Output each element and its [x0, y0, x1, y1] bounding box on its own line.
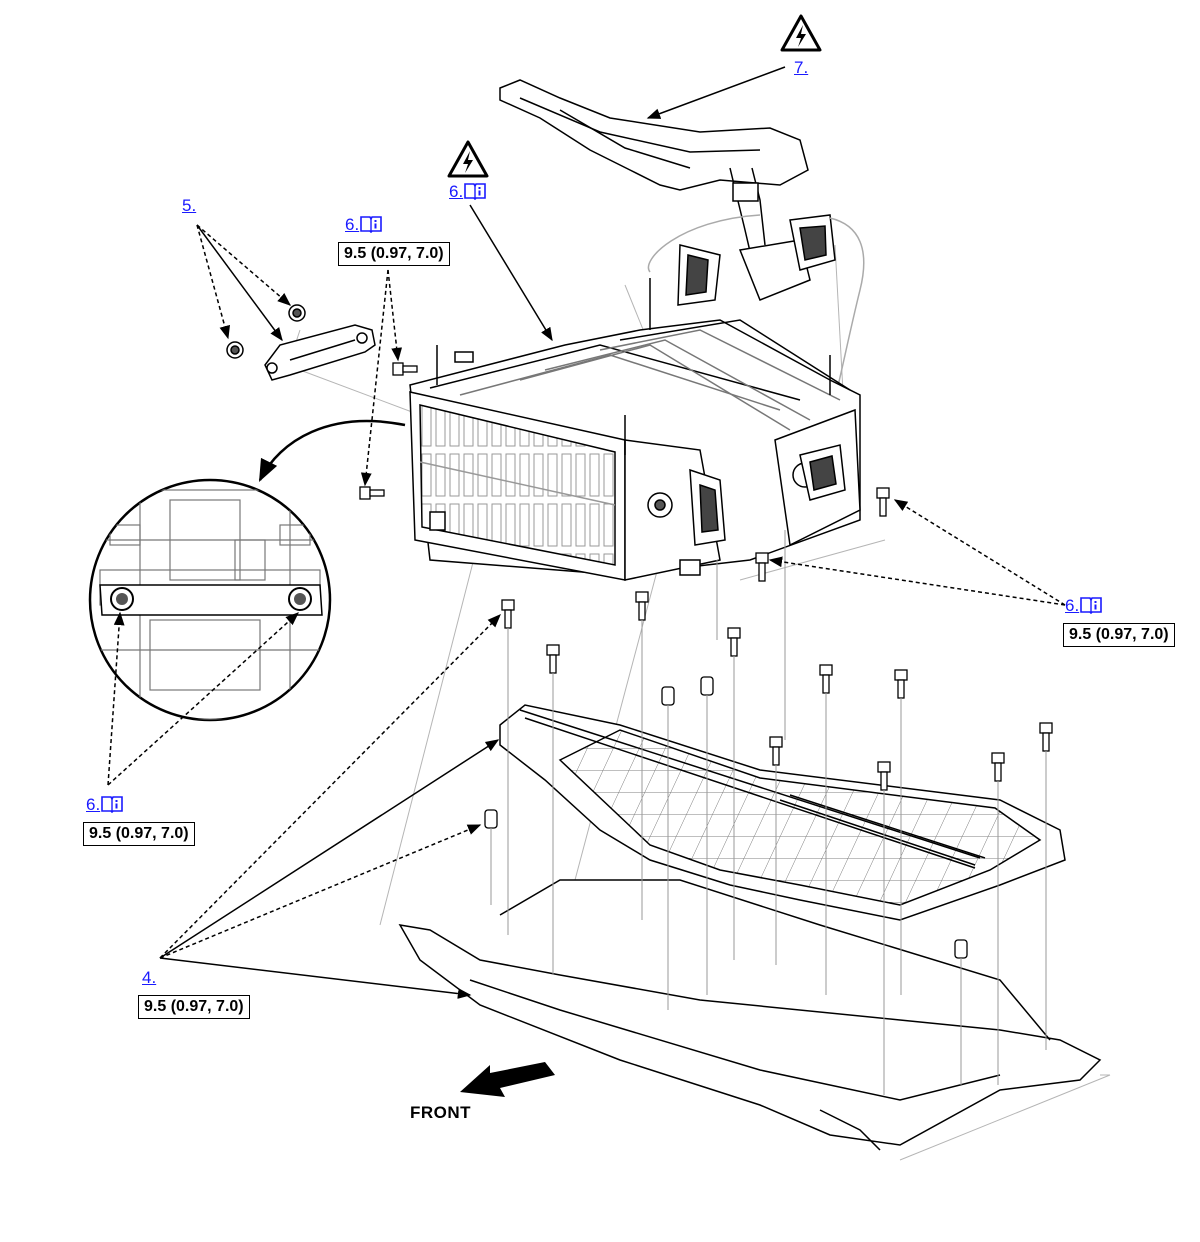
front-direction-arrow — [460, 1062, 555, 1097]
callout-6-label: 6. — [449, 182, 464, 201]
detail-pointer-arrow — [258, 419, 406, 483]
high-voltage-warning-icon — [780, 14, 822, 52]
callout-6-label: 6. — [86, 795, 101, 814]
nuts — [226, 304, 306, 359]
bolt — [727, 627, 741, 657]
bolts — [359, 362, 1053, 959]
bolt-drop-lines — [490, 530, 1047, 1095]
base-plate — [398, 879, 1102, 1151]
torque-spec-left: 9.5 (0.97, 7.0) — [83, 822, 195, 846]
bolt — [769, 736, 783, 766]
bolt — [392, 362, 418, 376]
callout-5-label: 5. — [182, 196, 197, 215]
upper-cover-part — [499, 79, 809, 261]
high-voltage-warning-icon — [447, 140, 489, 178]
mounting-bracket — [264, 324, 376, 381]
battery-module — [409, 278, 861, 581]
bolt — [755, 552, 769, 582]
battery-tray — [499, 704, 1066, 921]
callout-4[interactable]: 4. — [142, 968, 156, 988]
harness-connectors — [647, 214, 865, 421]
service-manual-book-icon — [360, 216, 382, 233]
callout-6-bracket[interactable]: 6. — [345, 215, 382, 235]
bolt — [546, 644, 560, 674]
callout-5[interactable]: 5. — [182, 196, 196, 216]
bolt — [1039, 722, 1053, 752]
leader-lines — [107, 66, 1066, 999]
collar — [954, 939, 968, 959]
service-manual-book-icon — [101, 796, 123, 813]
callout-6-left[interactable]: 6. — [86, 795, 123, 815]
bolt — [876, 487, 890, 517]
torque-spec-bracket: 9.5 (0.97, 7.0) — [338, 242, 450, 266]
bolt — [359, 486, 385, 500]
service-manual-book-icon — [1080, 597, 1102, 614]
torque-spec-right: 9.5 (0.97, 7.0) — [1063, 623, 1175, 647]
callout-6-label: 6. — [345, 215, 360, 234]
collar — [700, 676, 714, 696]
collar — [661, 686, 675, 706]
callout-6-right[interactable]: 6. — [1065, 596, 1102, 616]
service-manual-book-icon — [464, 183, 486, 200]
front-direction-label: FRONT — [410, 1103, 472, 1122]
callout-7[interactable]: 7. — [794, 58, 808, 78]
torque-spec-bottom: 9.5 (0.97, 7.0) — [138, 995, 250, 1019]
bolt — [991, 752, 1005, 782]
bolt — [501, 599, 515, 629]
bolt — [635, 591, 649, 621]
callout-6-top[interactable]: 6. — [449, 182, 486, 202]
collar — [484, 809, 498, 829]
callout-7-label: 7. — [794, 58, 809, 77]
detail-view-circle — [88, 478, 332, 722]
callout-6-label: 6. — [1065, 596, 1080, 615]
bolt — [819, 664, 833, 694]
callout-4-label: 4. — [142, 968, 157, 987]
bolt — [894, 669, 908, 699]
